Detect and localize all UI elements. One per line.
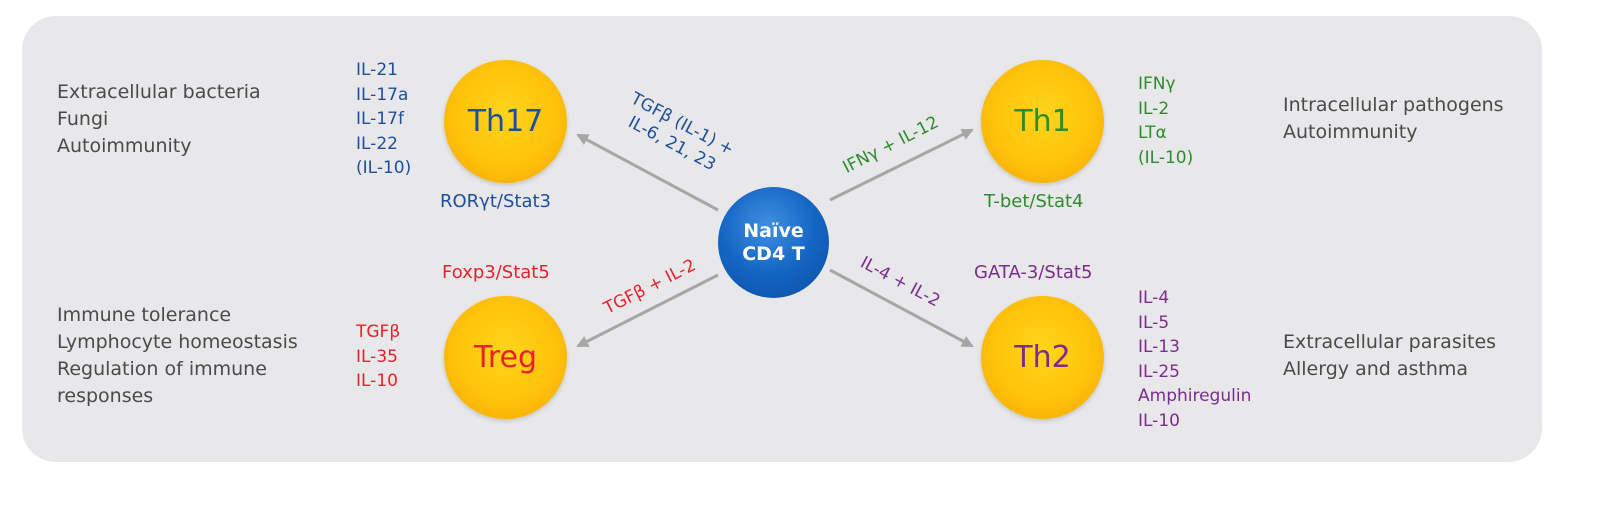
- function-item: Autoimmunity: [57, 135, 192, 157]
- th2-cell: Th2: [981, 296, 1104, 419]
- treg-functions: Immune tolerance Lymphocyte homeostasis …: [57, 302, 298, 410]
- function-item: Autoimmunity: [1283, 121, 1418, 143]
- th2-transcription-factor: GATA-3/Stat5: [974, 262, 1093, 283]
- arrow-to-th2: [829, 268, 974, 348]
- th2-functions: Extracellular parasites Allergy and asth…: [1283, 329, 1496, 383]
- th2-label: Th2: [1014, 340, 1071, 375]
- treg-transcription-factor: Foxp3/Stat5: [442, 262, 550, 283]
- cytokine-item: IL-5: [1138, 312, 1170, 333]
- arrow-to-treg: [576, 273, 719, 348]
- th1-label: Th1: [1014, 104, 1071, 139]
- th17-functions: Extracellular bacteria Fungi Autoimmunit…: [57, 79, 261, 160]
- function-item: Extracellular parasites: [1283, 331, 1497, 353]
- treg-cell: Treg: [444, 296, 567, 419]
- cytokine-item: IL-21: [356, 60, 398, 80]
- treg-label: Treg: [473, 340, 538, 375]
- th17-label: Th17: [467, 104, 544, 139]
- cytokine-item: LTα: [1138, 123, 1167, 143]
- th2-cytokines: IL-4 IL-5 IL-13 IL-25 Amphiregulin IL-10: [1138, 286, 1251, 433]
- cytokine-item: IL-25: [1138, 361, 1180, 382]
- naive-label-line2: CD4 T: [742, 242, 805, 265]
- function-item: Regulation of immune: [57, 358, 267, 380]
- cytokine-item: IL-4: [1138, 288, 1170, 308]
- function-item: Immune tolerance: [57, 304, 232, 326]
- function-item: Allergy and asthma: [1283, 358, 1469, 380]
- arrow-to-th1: [829, 128, 974, 202]
- naive-cd4-t-cell: Naïve CD4 T: [718, 187, 829, 298]
- treg-cytokines: TGFβ IL-35 IL-10: [356, 320, 400, 394]
- th17-transcription-factor: RORγt/Stat3: [440, 191, 551, 212]
- cytokine-item: Amphiregulin: [1138, 386, 1252, 406]
- cytokine-item: IL-17a: [356, 84, 409, 105]
- cytokine-item: IL-17f: [356, 109, 404, 129]
- cytokine-item: IL-10: [356, 371, 398, 391]
- cytokine-item: IL-2: [1138, 98, 1170, 119]
- cytokine-item: TGFβ: [356, 322, 401, 342]
- th1-functions: Intracellular pathogens Autoimmunity: [1283, 92, 1504, 146]
- function-item: Lymphocyte homeostasis: [57, 331, 298, 353]
- arrow-to-th17: [576, 133, 719, 212]
- cytokine-item: (IL-10): [1138, 147, 1194, 168]
- naive-label-line1: Naïve: [743, 219, 804, 242]
- cytokine-item: IFNγ: [1138, 74, 1176, 94]
- th17-cytokines: IL-21 IL-17a IL-17f IL-22 (IL-10): [356, 58, 411, 181]
- cytokine-item: (IL-10): [356, 158, 412, 178]
- th1-transcription-factor: T-bet/Stat4: [984, 191, 1084, 212]
- cytokine-item: IL-13: [1138, 337, 1180, 357]
- cytokine-item: IL-10: [1138, 410, 1180, 431]
- function-item: Intracellular pathogens: [1283, 94, 1504, 116]
- function-item: Extracellular bacteria: [57, 81, 261, 103]
- function-item: responses: [57, 385, 154, 407]
- th1-cell: Th1: [981, 60, 1104, 183]
- th17-cell: Th17: [444, 60, 567, 183]
- cytokine-item: IL-35: [356, 346, 398, 367]
- function-item: Fungi: [57, 108, 109, 130]
- cytokine-item: IL-22: [356, 133, 398, 154]
- th1-cytokines: IFNγ IL-2 LTα (IL-10): [1138, 72, 1193, 170]
